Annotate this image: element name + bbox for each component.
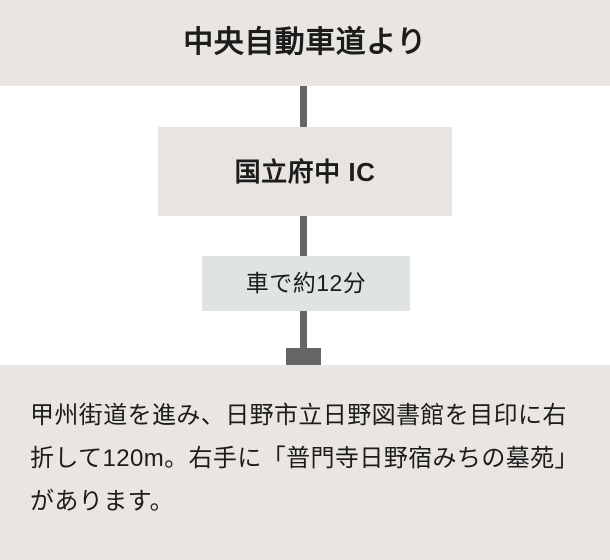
destination-marker-icon bbox=[286, 348, 321, 365]
route-step-interchange: 国立府中 IC bbox=[158, 127, 452, 216]
interchange-label: 国立府中 IC bbox=[234, 156, 376, 187]
route-header: 中央自動車道より bbox=[0, 0, 610, 86]
description-block: 甲州街道を進み、日野市立日野図書館を目印に右折して120m。右手に「普門寺日野宿… bbox=[0, 365, 610, 560]
route-step-duration: 車で約12分 bbox=[202, 256, 410, 311]
page-title: 中央自動車道より bbox=[183, 26, 427, 59]
duration-label: 車で約12分 bbox=[245, 270, 367, 296]
directions-text: 甲州街道を進み、日野市立日野図書館を目印に右折して120m。右手に「普門寺日野宿… bbox=[30, 402, 579, 515]
connector-line-bottom bbox=[300, 311, 307, 349]
connector-line-top bbox=[300, 86, 307, 127]
connector-line-middle bbox=[300, 216, 307, 256]
